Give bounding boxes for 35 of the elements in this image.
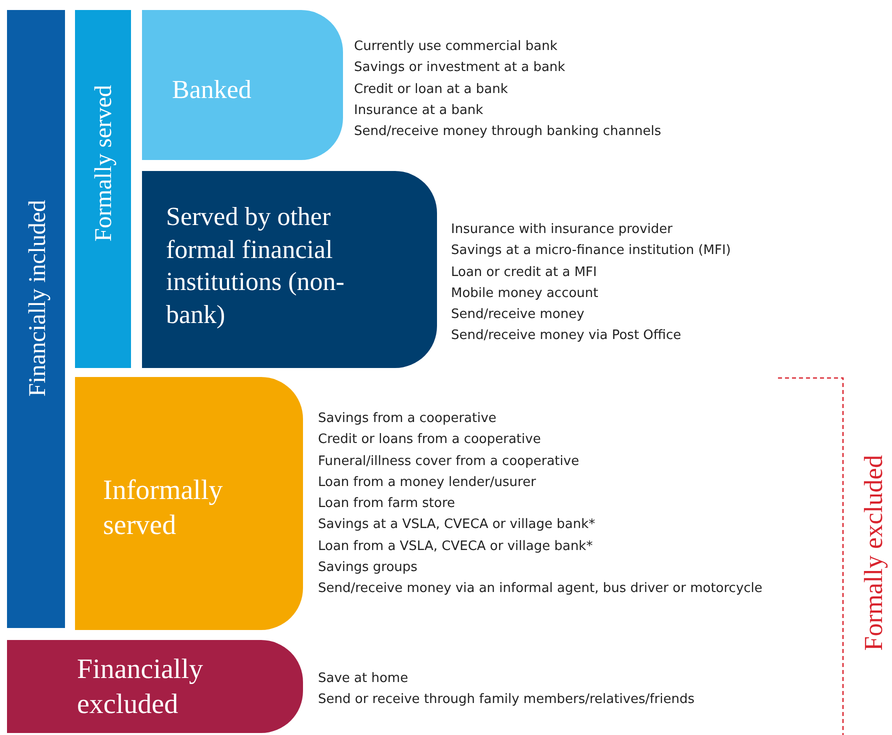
category-panel xyxy=(142,171,437,368)
service-item: Mobile money account xyxy=(451,284,600,303)
category-heading: Banked xyxy=(172,74,252,106)
category-heading: Formally served xyxy=(90,85,118,242)
category-panel xyxy=(7,640,303,733)
service-item: Send/receive money through banking channels xyxy=(354,123,662,142)
bracket-label: Formally excluded xyxy=(858,455,889,651)
category-heading: Financially excluded xyxy=(77,653,204,722)
category-panel xyxy=(7,10,65,628)
service-item: Savings from a cooperative xyxy=(318,410,498,428)
service-item: Loan from a VSLA, CVECA or village bank* xyxy=(318,538,594,556)
service-item: Send or receive through family members/relatives/friends xyxy=(318,691,694,710)
service-item: Credit or loan at a bank xyxy=(354,80,509,99)
service-item: Loan from farm store xyxy=(318,495,456,514)
category-panel xyxy=(142,10,343,160)
category-heading: Informally served xyxy=(103,474,224,543)
service-item: Currently use commercial bank xyxy=(354,38,558,56)
service-item: Savings at a micro-finance institution (MFI) xyxy=(451,242,731,260)
service-item: Savings groups xyxy=(318,559,418,578)
service-item: Credit or loans from a cooperative xyxy=(318,431,542,450)
service-item: Loan or credit at a MFI xyxy=(451,264,598,282)
category-heading: Served by other formal financial institutions (non-bank) xyxy=(166,201,346,330)
service-item: Savings or investment at a bank xyxy=(354,59,566,78)
service-item: Save at home xyxy=(318,670,410,688)
category-panel xyxy=(75,10,131,368)
service-item: Send/receive money xyxy=(451,306,586,324)
service-item: Loan from a money lender/usurer xyxy=(318,474,537,492)
service-item: Insurance at a bank xyxy=(354,102,484,120)
category-heading: Financially included xyxy=(24,200,52,397)
service-item: Send/receive money via Post Office xyxy=(451,327,682,346)
service-item: Send/receive money via an informal agent, bus driver or motorcycle xyxy=(318,580,762,598)
category-panel xyxy=(75,377,303,630)
service-item: Funeral/illness cover from a cooperative xyxy=(318,452,580,471)
service-item: Savings at a VSLA, CVECA or village bank* xyxy=(318,516,596,534)
service-item: Insurance with insurance provider xyxy=(451,221,674,239)
